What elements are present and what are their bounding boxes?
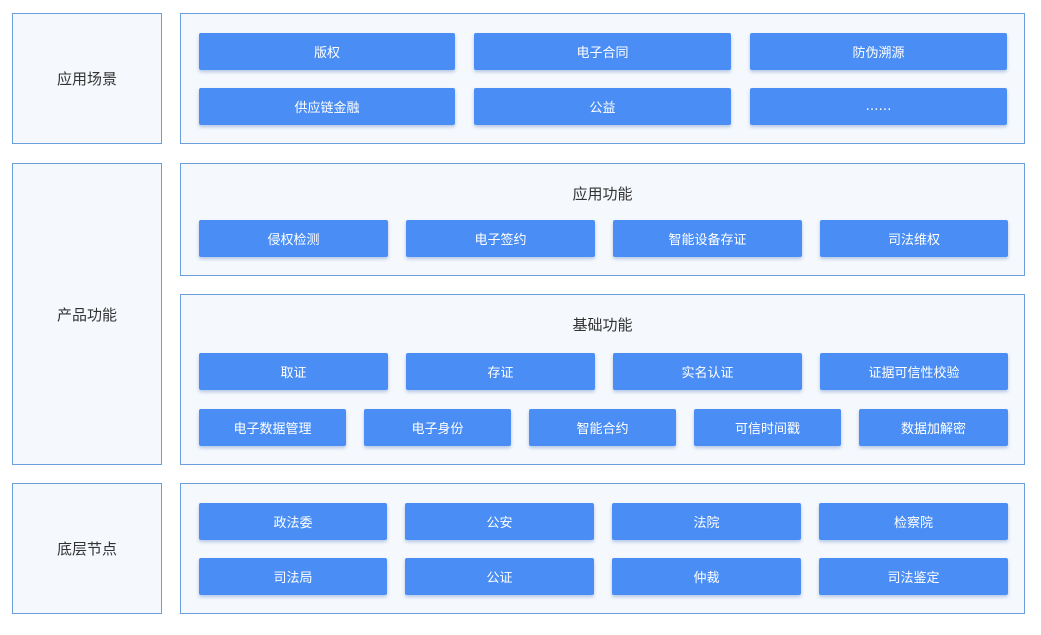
base-func-e-data-management: 电子数据管理 (199, 409, 346, 446)
node-court: 法院 (612, 503, 801, 540)
base-func-evidence-storage: 存证 (406, 353, 595, 390)
base-func-data-encryption: 数据加解密 (859, 409, 1008, 446)
app-func-smart-device-evidence: 智能设备存证 (613, 220, 802, 257)
app-func-judicial-rights: 司法维权 (820, 220, 1008, 257)
label-underlying-nodes: 底层节点 (12, 483, 162, 614)
node-arbitration: 仲裁 (612, 558, 801, 595)
app-func-e-signing: 电子签约 (406, 220, 595, 257)
scenario-supply-chain-finance: 供应链金融 (199, 88, 455, 125)
label-product-functions: 产品功能 (12, 163, 162, 465)
scenario-anti-counterfeit-trace: 防伪溯源 (750, 33, 1007, 70)
app-func-infringement-detection: 侵权检测 (199, 220, 388, 257)
base-func-evidence-verification: 证据可信性校验 (820, 353, 1008, 390)
base-func-evidence-collection: 取证 (199, 353, 388, 390)
base-func-real-name-auth: 实名认证 (613, 353, 802, 390)
scenario-copyright: 版权 (199, 33, 455, 70)
base-func-trusted-timestamp: 可信时间戳 (694, 409, 841, 446)
base-functions-panel: 基础功能 取证 存证 实名认证 证据可信性校验 电子数据管理 电子身份 智能合约… (180, 294, 1025, 465)
node-political-legal-committee: 政法委 (199, 503, 387, 540)
scenarios-panel: 版权 电子合同 防伪溯源 供应链金融 公益 …… (180, 13, 1025, 144)
node-public-security: 公安 (405, 503, 594, 540)
scenario-e-contract: 电子合同 (474, 33, 731, 70)
base-functions-title: 基础功能 (572, 316, 633, 334)
base-func-smart-contract: 智能合约 (529, 409, 676, 446)
node-judicial-bureau: 司法局 (199, 558, 387, 595)
node-notary: 公证 (405, 558, 594, 595)
base-func-e-identity: 电子身份 (364, 409, 511, 446)
scenario-more: …… (750, 88, 1007, 125)
node-judicial-appraisal: 司法鉴定 (819, 558, 1008, 595)
app-functions-title: 应用功能 (572, 185, 633, 203)
label-application-scenarios: 应用场景 (12, 13, 162, 144)
app-functions-panel: 应用功能 侵权检测 电子签约 智能设备存证 司法维权 (180, 163, 1025, 276)
scenario-public-welfare: 公益 (474, 88, 731, 125)
node-procuratorate: 检察院 (819, 503, 1008, 540)
nodes-panel: 政法委 公安 法院 检察院 司法局 公证 仲裁 司法鉴定 (180, 483, 1025, 614)
